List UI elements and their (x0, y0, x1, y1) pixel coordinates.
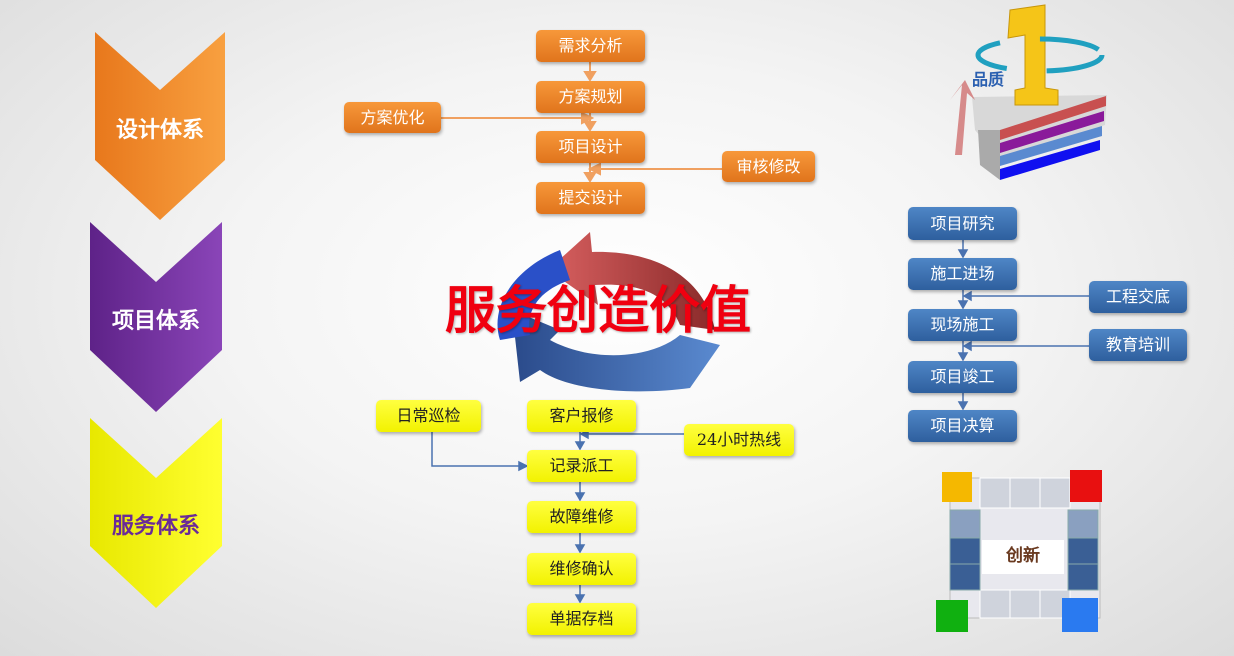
system-label-project: 项目体系 (111, 309, 200, 334)
design-side-optimize: 方案优化 (344, 102, 441, 133)
chevron-design (95, 32, 225, 220)
project-connectors (957, 240, 1089, 411)
project-step-1: 项目研究 (908, 207, 1017, 240)
quality-label: 品质 (972, 70, 1005, 89)
quality-graphic (950, 4, 1107, 180)
project-step-5: 项目决算 (908, 410, 1017, 442)
number-one-shape (1007, 4, 1059, 106)
design-step-1: 需求分析 (536, 30, 645, 62)
center-title: 服务创造价值 (444, 281, 751, 341)
design-step-4: 提交设计 (536, 182, 645, 214)
project-side-handover: 工程交底 (1089, 281, 1187, 313)
project-step-4: 项目竣工 (908, 361, 1017, 393)
project-side-training: 教育培训 (1089, 329, 1187, 361)
design-step-2: 方案规划 (536, 81, 645, 113)
chevron-project (90, 222, 222, 412)
service-step-2: 记录派工 (527, 450, 636, 482)
cycle-arrow-blue-left (497, 250, 570, 340)
service-side-inspection: 日常巡检 (376, 400, 481, 432)
system-label-service: 服务体系 (111, 514, 200, 539)
service-step-4: 维修确认 (527, 553, 636, 585)
service-connectors (431, 428, 684, 604)
service-step-3: 故障维修 (527, 501, 636, 533)
design-connectors (441, 62, 722, 183)
innovation-label: 创新 (1006, 546, 1040, 566)
service-step-5: 单据存档 (527, 603, 636, 635)
system-label-design: 设计体系 (115, 118, 204, 143)
project-step-2: 施工进场 (908, 258, 1017, 290)
design-step-3: 项目设计 (536, 131, 645, 163)
chevron-service (90, 418, 222, 608)
cycle-arrow-blue (512, 310, 720, 392)
up-arrow-icon (950, 80, 975, 155)
service-side-hotline: 24小时热线 (684, 424, 794, 456)
project-step-3: 现场施工 (908, 309, 1017, 341)
design-side-review: 审核修改 (722, 151, 815, 182)
cycle-arrow-red (548, 232, 715, 330)
innovation-graphic (936, 470, 1102, 632)
service-step-1: 客户报修 (527, 400, 636, 432)
